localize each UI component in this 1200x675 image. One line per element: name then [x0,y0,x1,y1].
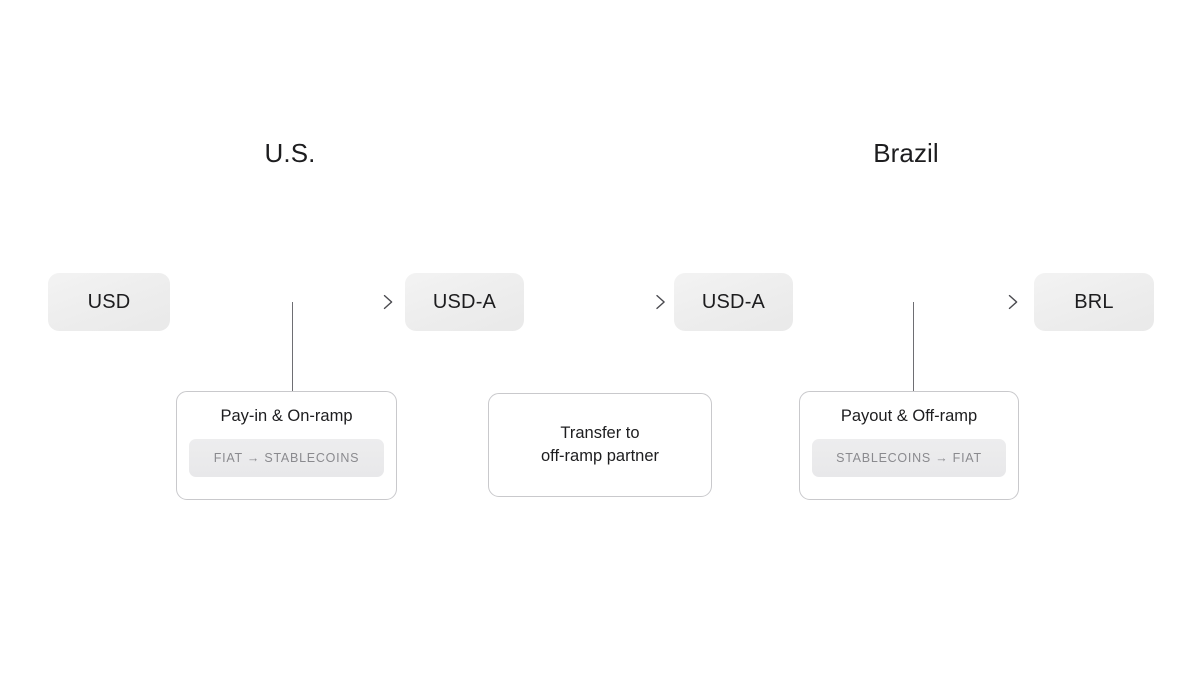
badge-stablecoins-to-fiat: STABLECOINS → FIAT [812,439,1006,478]
card-payin-onramp[interactable]: Pay-in & On-ramp FIAT → STABLECOINS [176,391,397,500]
chip-brl-label: BRL [1074,290,1114,313]
country-border-divider [598,0,600,675]
card-payin-title: Pay-in & On-ramp [220,407,353,425]
chip-usda-us[interactable]: USD-A [405,273,524,331]
region-label-brazil: Brazil [873,138,939,168]
arrow-usda-to-brl [815,293,1021,311]
arrow-usda-cross-border [540,293,668,311]
badge-fiat-to-stablecoins-text: FIAT → STABLECOINS [213,451,360,466]
card-transfer-title-line-2: off-ramp partner [541,447,659,465]
badge-stablecoins-to-fiat-text: STABLECOINS → FIAT [836,451,982,466]
card-payout-offramp[interactable]: Payout & Off-ramp STABLECOINS → FIAT [799,391,1019,500]
chip-usda-brazil-label: USD-A [701,290,766,313]
connector-line-payout [913,302,914,392]
arrow-usd-to-usda [191,293,396,311]
badge-fiat-to-stablecoins: FIAT → STABLECOINS [189,439,384,478]
chip-usd-source[interactable]: USD [48,273,170,331]
card-transfer-offramp-partner[interactable]: Transfer to off-ramp partner [488,393,712,497]
chip-usda-us-label: USD-A [432,290,497,313]
chip-brl-destination[interactable]: BRL [1034,273,1154,331]
connector-line-payin [292,302,293,392]
card-transfer-title-line-1: Transfer to [560,423,640,442]
chip-usda-brazil[interactable]: USD-A [674,273,793,331]
region-label-us: U.S. [264,138,316,168]
chip-usd-label: USD [87,290,131,313]
card-payout-title: Payout & Off-ramp [840,407,978,425]
